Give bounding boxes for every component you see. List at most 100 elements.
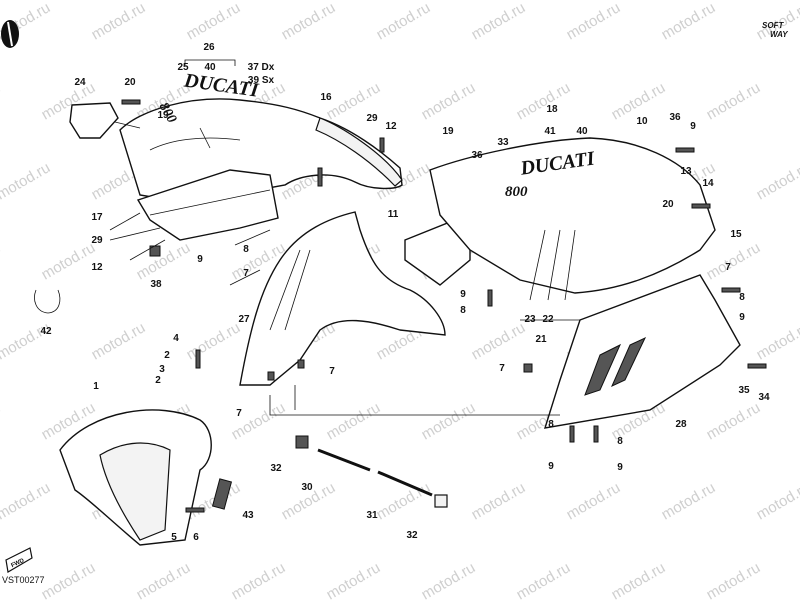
spacer-part-32a [295, 435, 309, 449]
watermark-text: motod.ru [184, 0, 244, 43]
callout-label-c20b: 20 [662, 199, 674, 210]
callout-label-c9c: 9 [460, 289, 466, 300]
callout-label-c28: 28 [675, 419, 687, 430]
callout-label-c8d: 8 [617, 436, 623, 447]
watermark-text: motod.ru [564, 0, 624, 43]
watermark-text: motod.ru [374, 0, 434, 43]
watermark-text: motod.ru [0, 479, 53, 523]
front-fender-part [59, 409, 212, 546]
callout-label-c8b: 8 [460, 305, 466, 316]
callout-label-c21: 21 [535, 334, 547, 345]
callout-label-c7d: 7 [329, 366, 335, 377]
fairing-decal-model: 800 [505, 184, 528, 200]
callout-label-c15: 15 [730, 229, 742, 240]
callout-label-c10: 10 [636, 116, 648, 127]
callout-label-c7a: 7 [243, 268, 249, 279]
callout-label-c29b: 29 [91, 235, 103, 246]
watermark-text: motod.ru [419, 399, 479, 443]
bolt-parts [121, 99, 767, 513]
watermark-text: motod.ru [609, 559, 669, 600]
callout-label-c9d: 9 [739, 312, 745, 323]
watermark-text: motod.ru [704, 239, 764, 283]
callout-label-c8e: 8 [548, 419, 554, 430]
callout-label-c2a: 2 [164, 350, 170, 361]
watermark-text: motod.ru [0, 79, 3, 123]
forward-arrow-icon: FWD [5, 547, 33, 573]
watermark-text: motod.ru [0, 159, 53, 203]
callout-label-c26: 26 [203, 42, 215, 53]
callout-label-c38: 38 [150, 279, 162, 290]
callout-label-c40b: 40 [576, 126, 588, 137]
watermark-text: motod.ru [514, 79, 574, 123]
watermark-text: motod.ru [0, 239, 3, 283]
clip-part-42 [34, 289, 61, 314]
callout-label-c8c: 8 [739, 292, 745, 303]
callout-label-c4: 4 [173, 333, 179, 344]
drawing-code: VST00277 [2, 575, 45, 585]
callout-label-c31: 31 [366, 510, 378, 521]
watermark-text: motod.ru [324, 559, 384, 600]
callout-label-c24: 24 [74, 77, 86, 88]
callout-label-c43: 43 [242, 510, 254, 521]
callout-label-c39: 39 Sx [248, 75, 275, 86]
watermark-text: motod.ru [419, 559, 479, 600]
spacer-part-32b [434, 494, 448, 508]
callout-label-c34: 34 [758, 392, 770, 403]
watermark-text: motod.ru [134, 559, 194, 600]
lower-fairing-part [543, 274, 741, 429]
callout-label-c32a: 32 [270, 463, 282, 474]
softway-logo-line1: SOFT [762, 21, 784, 30]
callout-label-c30: 30 [301, 482, 313, 493]
callout-label-c19a: 19 [157, 110, 169, 121]
watermark-text: motod.ru [279, 0, 339, 43]
callout-label-c42: 42 [40, 326, 52, 337]
callout-label-c2b: 2 [155, 375, 161, 386]
callout-label-c12a: 12 [385, 121, 397, 132]
pad-part-43 [211, 478, 233, 510]
watermark-text: motod.ru [39, 239, 99, 283]
watermark-text: motod.ru [134, 239, 194, 283]
callout-label-c7c: 7 [499, 363, 505, 374]
callout-label-c20a: 20 [124, 77, 136, 88]
leader-lines [109, 59, 580, 416]
callout-label-c40a: 40 [204, 62, 216, 73]
callout-label-c9a: 9 [690, 121, 696, 132]
watermark-text: motod.ru [754, 319, 800, 363]
callout-label-c18: 18 [546, 104, 558, 115]
callout-label-c32b: 32 [406, 530, 418, 541]
callout-label-c7e: 7 [236, 408, 242, 419]
watermark-text: motod.ru [0, 399, 3, 443]
watermark-text: motod.ru [514, 559, 574, 600]
callout-label-c9f: 9 [617, 462, 623, 473]
softway-logo-line2: WAY [770, 30, 788, 39]
callout-label-c16: 16 [320, 92, 332, 103]
undertray-bracket-part [136, 169, 279, 241]
watermark-text: motod.ru [374, 479, 434, 523]
watermark-text: motod.ru [229, 399, 289, 443]
watermark-text: motod.ru [419, 79, 479, 123]
rear-inner-cowl-part [239, 211, 446, 386]
watermark-text: motod.ru [659, 0, 719, 43]
tail-section-part [119, 98, 403, 201]
callout-label-c8a: 8 [243, 244, 249, 255]
watermark-text: motod.ru [704, 559, 764, 600]
watermark-text: motod.ru [704, 79, 764, 123]
watermark-text: motod.ru [469, 479, 529, 523]
callout-label-c23: 23 [524, 314, 536, 325]
brand-logo-mark [1, 20, 19, 48]
tail-light-part [69, 102, 141, 139]
upper-fairing-part: DUCATI 800 [429, 137, 716, 294]
callout-label-c36a: 36 [471, 150, 483, 161]
callout-label-c9b: 9 [197, 254, 203, 265]
callout-label-c27: 27 [238, 314, 250, 325]
callout-label-c25: 25 [177, 62, 189, 73]
watermark-text: motod.ru [89, 0, 149, 43]
callout-label-c14: 14 [702, 178, 714, 189]
callout-label-c33: 33 [497, 137, 509, 148]
callout-label-c12b: 12 [91, 262, 103, 273]
rod-part-31 [377, 470, 433, 497]
watermark-text: motod.ru [469, 319, 529, 363]
